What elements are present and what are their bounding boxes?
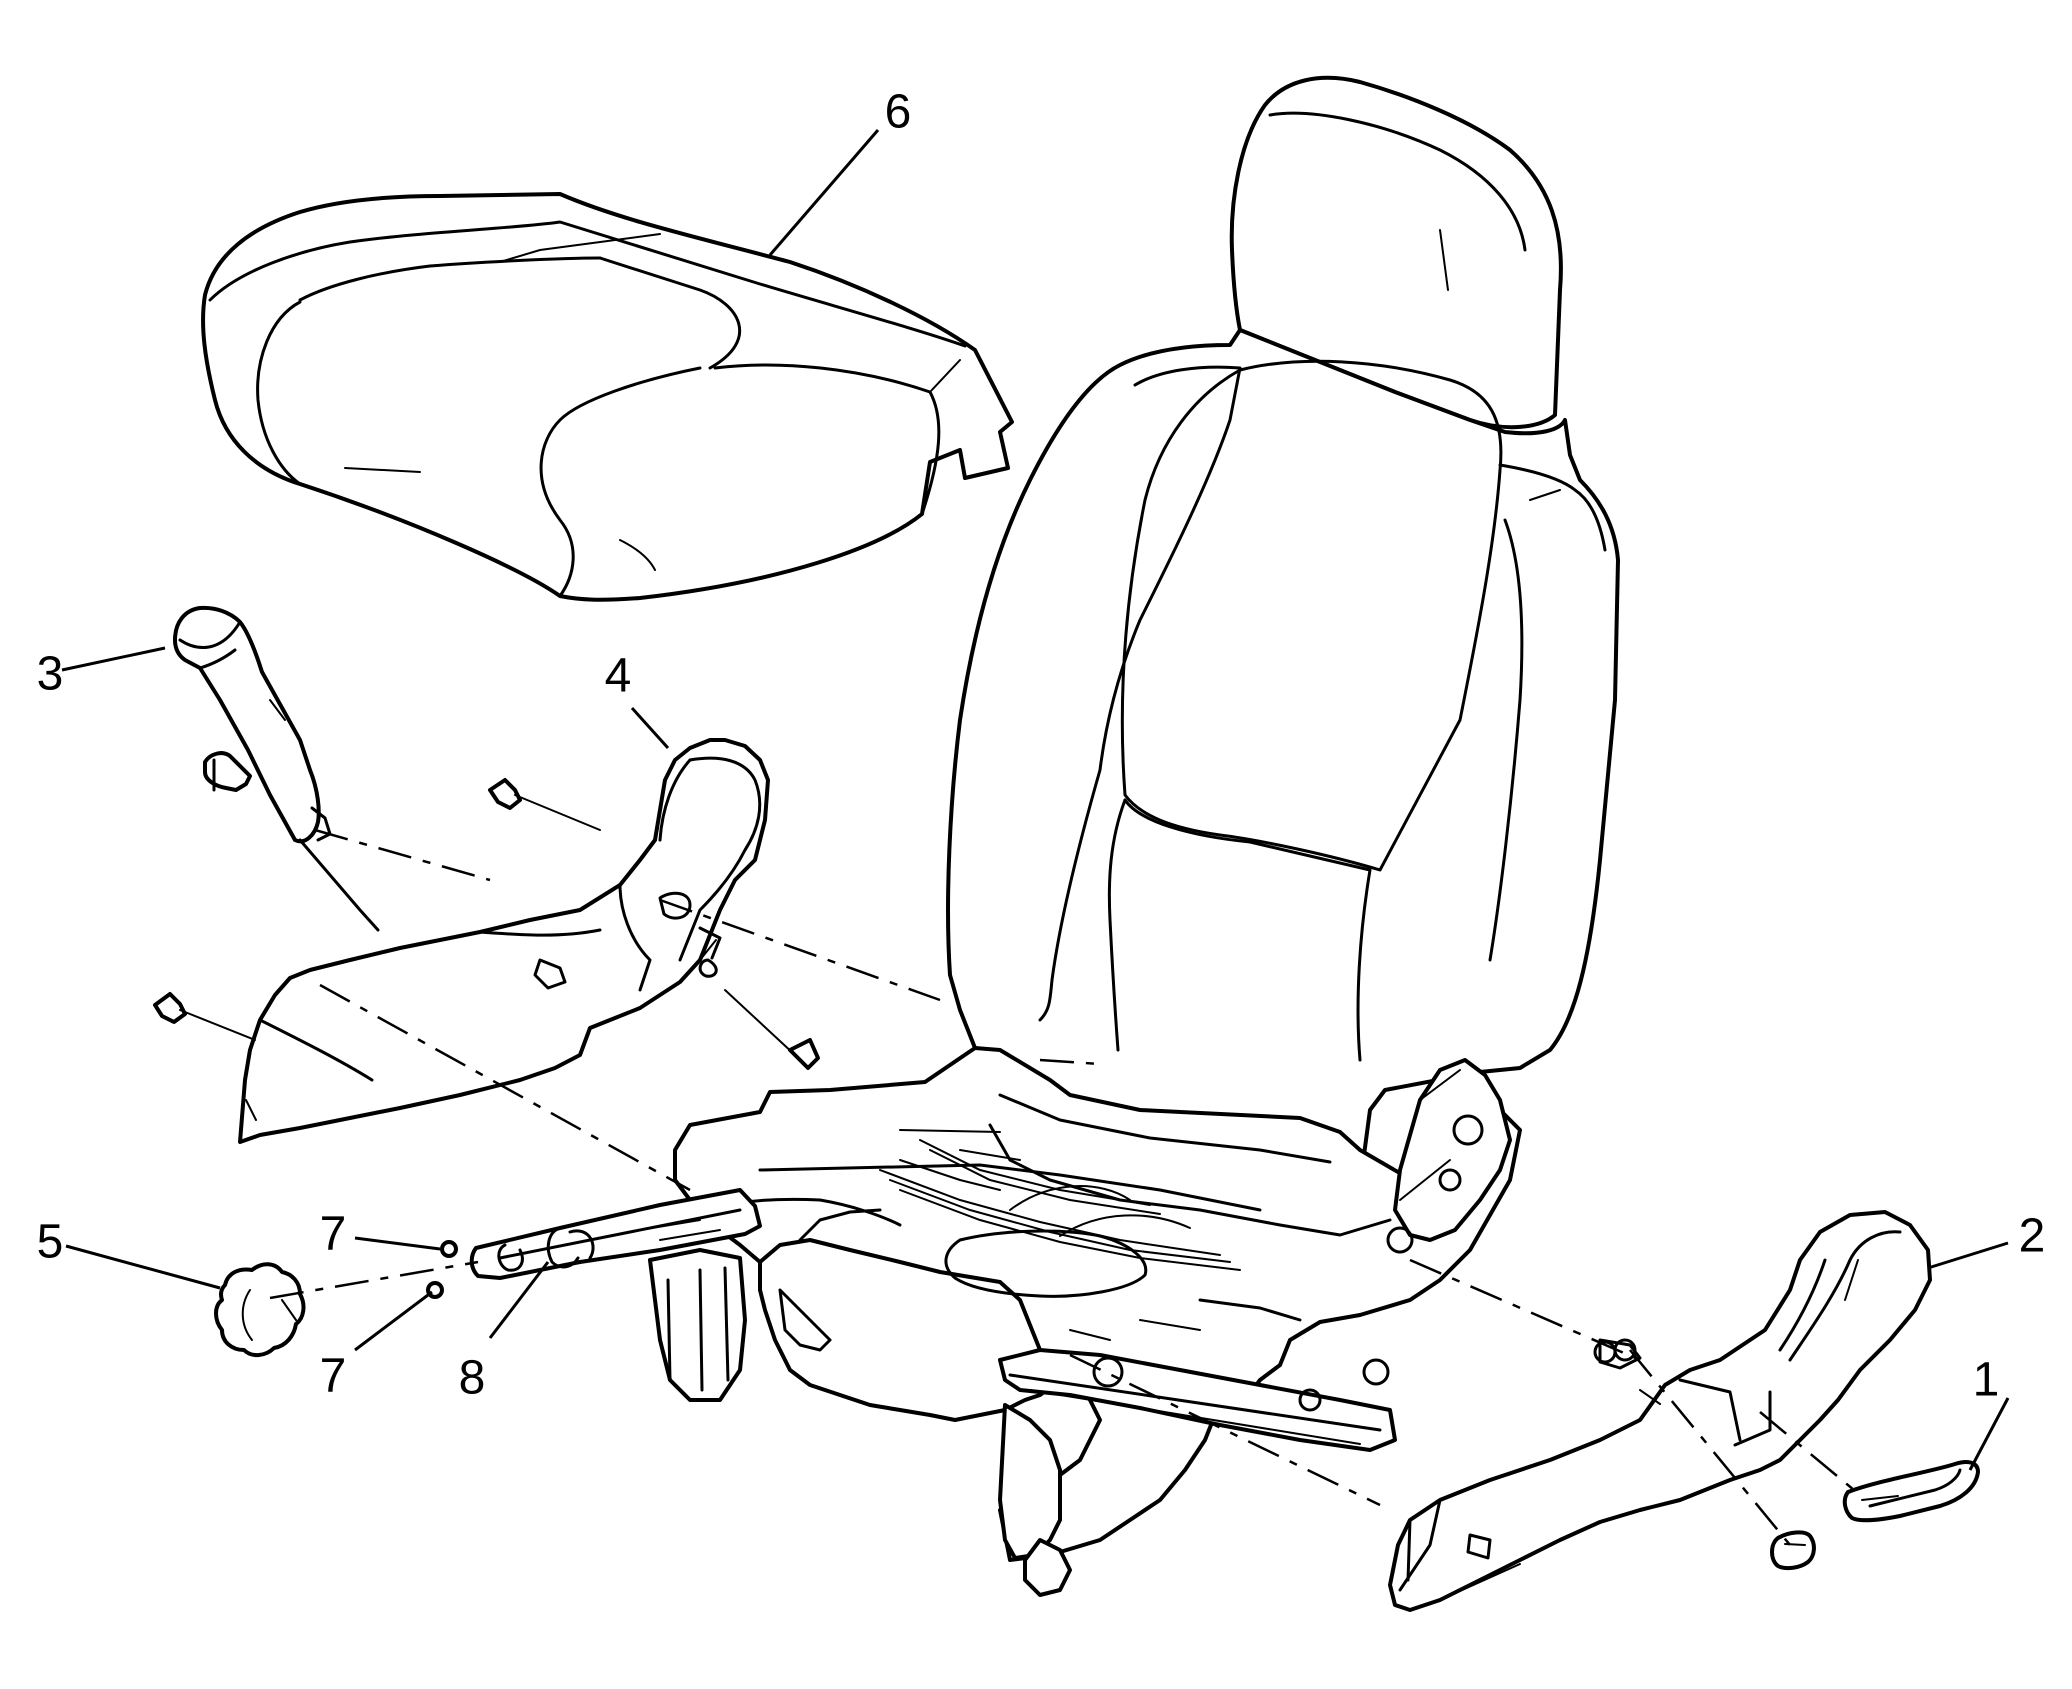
small-cap [1770, 1530, 1816, 1571]
callout-3: 3 [37, 648, 64, 701]
callout-8: 8 [459, 1352, 486, 1405]
callout-7-lower: 7 [320, 1350, 347, 1403]
lever-handle [1842, 1460, 1980, 1523]
callout-1: 1 [1973, 1354, 2000, 1407]
callout-labels: 1 2 3 4 5 6 7 7 8 [37, 86, 2046, 1407]
seat-back [946, 75, 1620, 1220]
inner-trim-bracket [173, 605, 380, 932]
outer-side-cover [1388, 1210, 1932, 1612]
adjuster-shaft [426, 1188, 762, 1299]
callout-4: 4 [605, 650, 632, 703]
seat-frame [648, 1046, 1522, 1597]
alignment-lines [269, 828, 1861, 1546]
callout-leaders [61, 129, 2010, 1471]
recline-knob [214, 1262, 306, 1357]
callout-6: 6 [885, 86, 912, 139]
outer-side-shield [238, 738, 770, 1144]
screws-part-4 [153, 778, 820, 1070]
seat-cushion-cover [201, 192, 1014, 602]
callout-2: 2 [2019, 1210, 2046, 1263]
callout-5: 5 [37, 1216, 64, 1269]
callout-7-upper: 7 [320, 1208, 347, 1261]
